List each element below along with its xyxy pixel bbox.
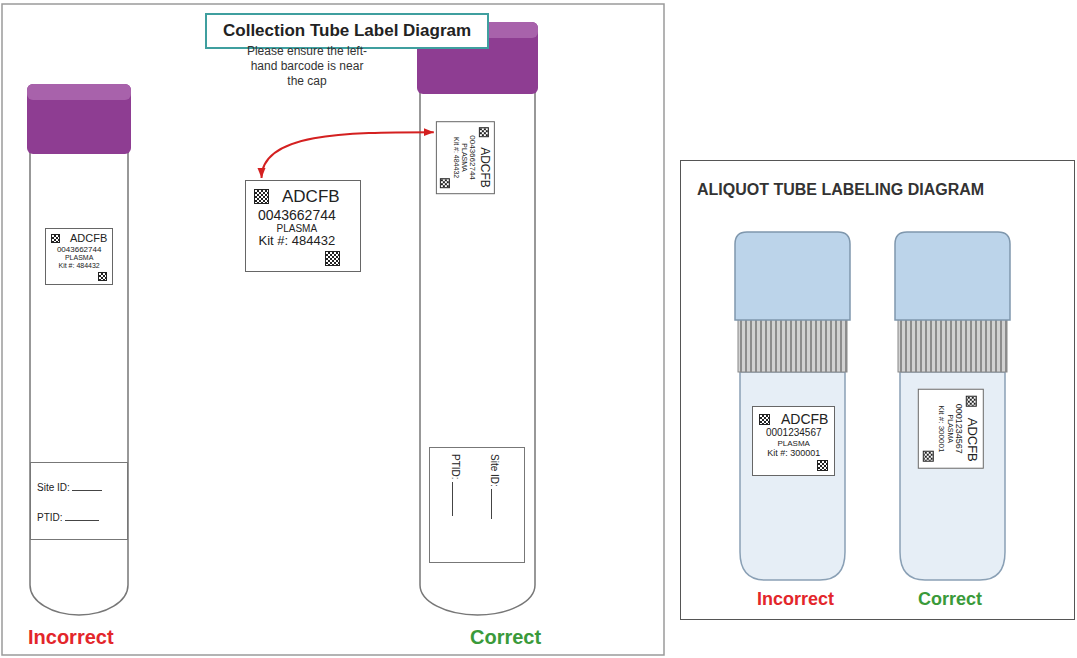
site-row: Site ID: xyxy=(37,477,121,495)
label-foot xyxy=(51,272,107,281)
site-row: PTID: xyxy=(449,454,467,556)
barcode xyxy=(817,460,828,471)
barcode xyxy=(759,414,770,425)
write-line xyxy=(72,490,102,491)
label-head: ADCFB xyxy=(51,232,107,245)
site-row: Site ID: xyxy=(488,454,506,556)
ptid-field: PTID: xyxy=(37,512,63,523)
label-head: ADCFB xyxy=(254,187,340,207)
label-foot xyxy=(759,460,828,471)
callout-note: Please ensure the left-hand barcode is n… xyxy=(242,44,372,89)
site-id-field: Site ID: xyxy=(37,482,70,493)
label-line: PLASMA xyxy=(254,223,340,235)
title-box: Collection Tube Label Diagram xyxy=(205,13,489,49)
verdict-label: Correct xyxy=(470,626,541,649)
collection-tube xyxy=(417,22,538,615)
label-head: ADCFB xyxy=(964,396,979,462)
site-id-field: Site ID: xyxy=(490,454,501,487)
verdict-label: Incorrect xyxy=(757,589,834,610)
label-line: Kit #: 300001 xyxy=(936,396,945,462)
label-line: Kit #: 484432 xyxy=(452,127,460,188)
tube-label: ADCFB0043662744PLASMAKit #: 484432 xyxy=(436,121,495,194)
barcode xyxy=(479,127,489,137)
label-foot xyxy=(254,251,340,266)
label-code: ADCFB xyxy=(964,418,979,462)
label-head: ADCFB xyxy=(759,411,828,427)
ptid-field: PTID: xyxy=(451,454,462,480)
double-arrow xyxy=(262,132,434,178)
write-line xyxy=(453,482,454,516)
site-label: Site ID: PTID: xyxy=(429,447,525,563)
barcode xyxy=(923,451,934,462)
write-line xyxy=(492,489,493,519)
verdict-label: Correct xyxy=(918,589,982,610)
site-row: PTID: xyxy=(37,507,121,525)
write-line xyxy=(65,520,99,521)
barcode xyxy=(254,189,269,204)
label-code: ADCFB xyxy=(70,232,107,245)
barcode xyxy=(966,396,977,407)
label-line: Kit #: 484432 xyxy=(51,262,107,270)
aliquot-tube xyxy=(735,232,850,580)
title-text: Collection Tube Label Diagram xyxy=(223,21,471,41)
label-code: ADCFB xyxy=(477,147,491,188)
label-line: PLASMA xyxy=(51,254,107,262)
label-line: PLASMA xyxy=(945,396,953,462)
aliquot-tube xyxy=(895,232,1010,580)
barcode xyxy=(98,272,107,281)
tube-label: ADCFB0043662744PLASMAKit #: 484432 xyxy=(245,180,361,272)
verdict-label: Incorrect xyxy=(28,626,114,649)
panel-frame xyxy=(2,4,664,655)
label-code: ADCFB xyxy=(282,187,340,207)
barcode xyxy=(440,178,450,188)
label-line: 0043662744 xyxy=(468,127,477,188)
highlight-circle xyxy=(251,186,272,207)
panel-title: ALIQUOT TUBE LABELING DIAGRAM xyxy=(697,181,984,199)
label-line: PLASMA xyxy=(460,127,468,188)
label-line: 0043662744 xyxy=(51,245,107,254)
tube-label: ADCFB0001234567PLASMAKit #: 300001 xyxy=(918,389,984,469)
label-line: PLASMA xyxy=(759,439,828,448)
site-label: Site ID: PTID: xyxy=(30,462,128,540)
label-line: 0001234567 xyxy=(759,427,828,439)
panel-box: ALIQUOT TUBE LABELING DIAGRAMADCFB000123… xyxy=(680,160,1075,620)
barcode xyxy=(51,234,60,243)
collection-tube xyxy=(27,84,131,615)
tube-label: ADCFB0043662744PLASMAKit #: 484432 xyxy=(45,228,113,285)
label-head: ADCFB xyxy=(477,127,491,188)
label-line: Kit #: 484432 xyxy=(254,234,340,249)
barcode xyxy=(325,251,340,266)
label-line: Kit #: 300001 xyxy=(759,448,828,458)
tube-label: ADCFB0001234567PLASMAKit #: 300001 xyxy=(752,406,835,476)
label-code: ADCFB xyxy=(781,411,828,427)
label-line: 0043662744 xyxy=(254,207,340,223)
label-foot xyxy=(440,127,450,188)
label-line: 0001234567 xyxy=(954,396,964,462)
label-foot xyxy=(923,396,934,462)
